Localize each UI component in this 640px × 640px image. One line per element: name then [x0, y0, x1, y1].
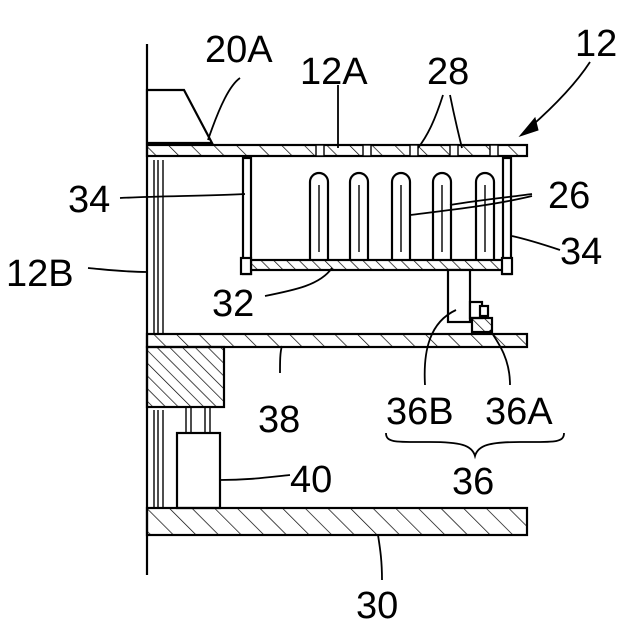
side-plate-34-right [503, 158, 511, 274]
label-20A: 20A [205, 29, 273, 71]
support-36B [448, 270, 470, 322]
label-34-left: 34 [68, 179, 110, 221]
block-20A [147, 90, 212, 143]
block-below-38 [147, 347, 224, 407]
label-30: 30 [356, 585, 398, 627]
end-cap-right [502, 258, 512, 274]
connector-36A [470, 302, 492, 332]
label-36: 36 [452, 461, 494, 503]
plate-38 [147, 334, 527, 347]
label-28: 28 [427, 51, 469, 93]
base-plate-32 [250, 260, 504, 270]
label-36A: 36A [485, 391, 553, 433]
label-36B: 36B [386, 391, 454, 433]
label-12B: 12B [6, 253, 74, 295]
label-12A: 12A [300, 51, 368, 93]
motor-40 [177, 433, 220, 508]
end-cap-left [241, 258, 251, 274]
label-38: 38 [258, 399, 300, 441]
side-plate-34-left [243, 158, 251, 274]
plate-30 [147, 508, 527, 535]
top-plate-12A [147, 145, 527, 156]
label-40: 40 [290, 459, 332, 501]
label-26: 26 [548, 175, 590, 217]
label-34-right: 34 [560, 231, 602, 273]
label-32: 32 [212, 283, 254, 325]
rods-26 [310, 173, 494, 260]
shaft-40 [186, 407, 210, 433]
label-12: 12 [575, 23, 617, 65]
